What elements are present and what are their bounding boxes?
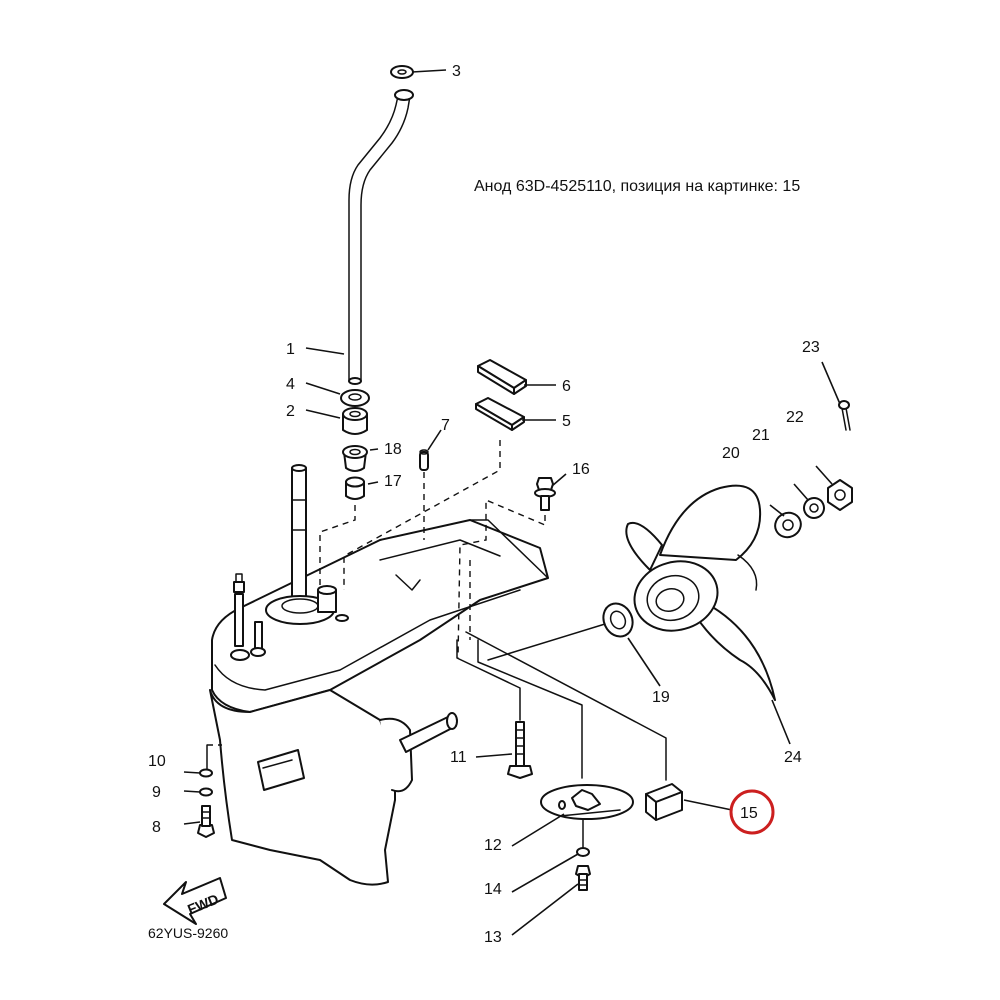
callout-3: 3: [452, 63, 461, 80]
cotter-pin-23-icon: [838, 400, 851, 431]
fwd-arrow-icon: FWD: [163, 877, 227, 925]
anode-15-icon: [645, 783, 683, 821]
water-tube: [348, 89, 414, 385]
part-caption: Анод 63D-4525110, позиция на картинке: 1…: [474, 178, 801, 195]
callout-10: 10: [148, 753, 166, 770]
grommet-18-icon: [342, 445, 368, 472]
callout-21: 21: [752, 427, 770, 444]
leader-lines: [183, 69, 841, 936]
callout-9: 9: [152, 784, 161, 801]
callout-17: 17: [384, 473, 402, 490]
washer-9-icon: [199, 787, 213, 797]
dowel-pin-7-icon: [419, 449, 429, 471]
callout-6: 6: [562, 378, 571, 395]
bolt-11-icon: [507, 721, 533, 779]
callout-18: 18: [384, 441, 402, 458]
callout-11: 11: [450, 749, 467, 766]
spacer-21-icon: [803, 497, 825, 519]
callouts: 1 2 3 4 5 6 7 8 9 10 11 12 13 14 15 16 1…: [148, 63, 820, 946]
nut-22-icon: [827, 479, 853, 511]
shim-5-icon: [475, 397, 525, 431]
grommet-2-icon: [342, 407, 368, 435]
washer-20-icon: [774, 511, 802, 539]
callout-14: 14: [484, 881, 502, 898]
shim-6-icon: [477, 359, 527, 395]
callout-22: 22: [786, 409, 804, 426]
trim-tab-12-icon: [540, 784, 634, 820]
bolt-16-icon: [534, 477, 556, 511]
callout-20: 20: [722, 445, 740, 462]
collar-17-icon: [345, 476, 365, 500]
highlight-ring: [729, 789, 775, 835]
callout-5: 5: [562, 413, 571, 430]
assembly-guides: [206, 440, 667, 849]
callout-23: 23: [802, 339, 820, 356]
callout-16: 16: [572, 461, 590, 478]
callout-24: 24: [784, 749, 802, 766]
callout-8: 8: [152, 819, 161, 836]
diagram-code: 62YUS-9260: [148, 925, 228, 941]
bolt-8-icon: [197, 805, 215, 838]
propeller-24-icon: [625, 484, 776, 701]
callout-12: 12: [484, 837, 502, 854]
callout-13: 13: [484, 929, 502, 946]
callout-2: 2: [286, 403, 295, 420]
callout-7: 7: [441, 417, 450, 434]
bolt-13-icon: [575, 865, 591, 891]
lower-unit-gear-case: [209, 464, 549, 886]
washer-3-icon: [390, 65, 414, 79]
washer-14-icon: [576, 847, 590, 857]
seal-4-icon: [340, 389, 370, 407]
callout-4: 4: [286, 376, 295, 393]
callout-15: 15: [740, 805, 758, 822]
callout-19: 19: [652, 689, 670, 706]
thrust-washer-19-icon: [602, 602, 634, 638]
washer-10-icon: [199, 768, 213, 778]
callout-1: 1: [286, 341, 295, 358]
